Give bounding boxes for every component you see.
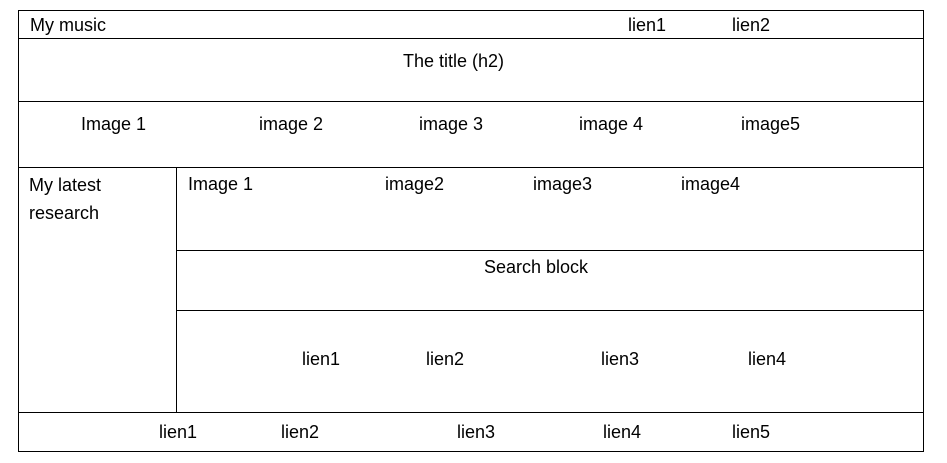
header-divider	[18, 38, 924, 39]
top-nav-link-2[interactable]: lien2	[732, 15, 771, 35]
sidebar-label: My latest research	[29, 175, 102, 223]
footer-link-5[interactable]: lien5	[732, 422, 771, 442]
footer-link-4[interactable]: lien4	[603, 422, 642, 442]
research-image-2[interactable]: image2	[385, 174, 445, 194]
content-link-4[interactable]: lien4	[748, 349, 787, 369]
research-divider	[177, 250, 924, 251]
page-frame	[18, 10, 924, 452]
content-link-3[interactable]: lien3	[601, 349, 640, 369]
content-link-2[interactable]: lien2	[426, 349, 465, 369]
site-title: My music	[30, 15, 106, 35]
sidebar-divider	[176, 167, 177, 412]
gallery-image-3[interactable]: image 3	[419, 114, 484, 134]
gallery-image-2[interactable]: image 2	[259, 114, 324, 134]
gallery-image-1[interactable]: Image 1	[81, 114, 147, 134]
search-divider	[177, 310, 924, 311]
research-image-1[interactable]: Image 1	[188, 174, 254, 194]
footer-link-1[interactable]: lien1	[159, 422, 198, 442]
gallery-image-4[interactable]: image 4	[579, 114, 644, 134]
search-block-label: Search block	[484, 257, 589, 277]
research-image-3[interactable]: image3	[533, 174, 593, 194]
title-divider	[18, 101, 924, 102]
page-title: The title (h2)	[403, 51, 505, 71]
gallery-image-5[interactable]: image5	[741, 114, 801, 134]
research-image-4[interactable]: image4	[681, 174, 741, 194]
top-nav-link-1[interactable]: lien1	[628, 15, 667, 35]
footer-link-2[interactable]: lien2	[281, 422, 320, 442]
footer-link-3[interactable]: lien3	[457, 422, 496, 442]
content-link-1[interactable]: lien1	[302, 349, 341, 369]
gallery-divider	[18, 167, 924, 168]
footer-divider	[18, 412, 924, 413]
